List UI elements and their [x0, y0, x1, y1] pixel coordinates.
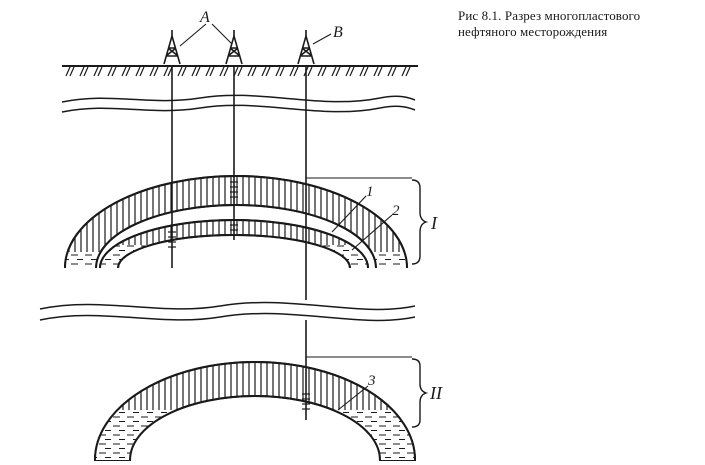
ground-hatch-tick: [251, 66, 257, 77]
ground-hatch-tick: [195, 66, 201, 77]
ground-surface: [62, 65, 418, 77]
ground-hatch-tick: [349, 66, 355, 77]
ground-hatch-tick: [219, 66, 225, 77]
break-line-lower: [39, 301, 416, 322]
ground-hatch-tick: [335, 66, 341, 77]
ground-hatch-tick: [153, 66, 159, 77]
figure-title: Разрез многопластового нефтяного месторо…: [458, 8, 641, 39]
well-a-left: [163, 30, 181, 268]
ground-hatch-tick: [237, 66, 243, 77]
leader-a-left: [179, 23, 207, 47]
ground-hatch-tick: [121, 66, 127, 77]
ground-hatch-tick: [401, 66, 407, 77]
ground-hatch-tick: [293, 66, 299, 77]
figure-number: Рис 8.1.: [458, 8, 502, 23]
ground-hatch-tick: [279, 66, 285, 77]
well-a-center: [225, 30, 243, 240]
label-group-ii: II: [429, 383, 443, 403]
label-well-b: B: [333, 24, 343, 41]
ground-hatch-tick: [223, 66, 229, 77]
ground-hatch-tick: [79, 66, 85, 77]
ground-hatch-tick: [331, 66, 337, 77]
ground-hatch-tick: [289, 66, 295, 77]
ground-hatch-tick: [97, 66, 103, 77]
ground-hatch-tick: [405, 66, 411, 77]
ground-hatch-tick: [107, 66, 113, 77]
well-b: [297, 30, 315, 420]
brace-group-ii: [411, 358, 429, 428]
ground-hatch-tick: [205, 66, 211, 77]
ground-hatch-tick: [163, 66, 169, 77]
ground-hatch-tick: [93, 66, 99, 77]
ground-hatch-tick: [65, 66, 71, 77]
leader-3: [337, 385, 369, 411]
ground-hatch-tick: [111, 66, 117, 77]
label-group-i: I: [430, 213, 438, 233]
ground-hatch-tick: [377, 66, 383, 77]
ground-hatch-tick: [317, 66, 323, 77]
layer-3: [93, 361, 417, 461]
ground-hatch-tick: [135, 66, 141, 77]
leader-2: [351, 214, 393, 251]
ground-hatch-tick: [125, 66, 131, 77]
ground-hatch-tick: [363, 66, 369, 77]
ground-hatch-tick: [177, 66, 183, 77]
ground-hatch-tick: [387, 66, 393, 77]
ground-hatch-tick: [275, 66, 281, 77]
ground-hatch-tick: [139, 66, 145, 77]
ground-hatch-tick: [265, 66, 271, 77]
label-layer-1: 1: [366, 184, 374, 200]
leader-b: [312, 33, 332, 45]
ground-hatch-tick: [345, 66, 351, 77]
ground-hatch-tick: [149, 66, 155, 77]
leader-1: [331, 195, 367, 233]
ground-hatch-tick: [83, 66, 89, 77]
layer-1: [63, 175, 409, 268]
ground-hatch-tick: [69, 66, 75, 77]
leader-a-center: [211, 23, 233, 45]
label-layer-3: 3: [367, 373, 376, 389]
figure-caption: Рис 8.1. Разрез многопластового нефтяног…: [458, 8, 698, 40]
ground-hatch-tick: [307, 66, 313, 77]
ground-hatch-tick: [321, 66, 327, 77]
ground-hatch-tick: [247, 66, 253, 77]
ground-hatch-tick: [261, 66, 267, 77]
ground-hatch-tick: [181, 66, 187, 77]
break-line-upper: [61, 94, 416, 113]
ground-hatch-tick: [373, 66, 379, 77]
label-well-a: A: [199, 9, 210, 26]
ground-hatch-tick: [209, 66, 215, 77]
ground-hatch-tick: [391, 66, 397, 77]
ground-hatch-tick: [191, 66, 197, 77]
brace-group-i: [411, 179, 429, 265]
ground-hatch-tick: [359, 66, 365, 77]
label-layer-2: 2: [392, 203, 400, 219]
